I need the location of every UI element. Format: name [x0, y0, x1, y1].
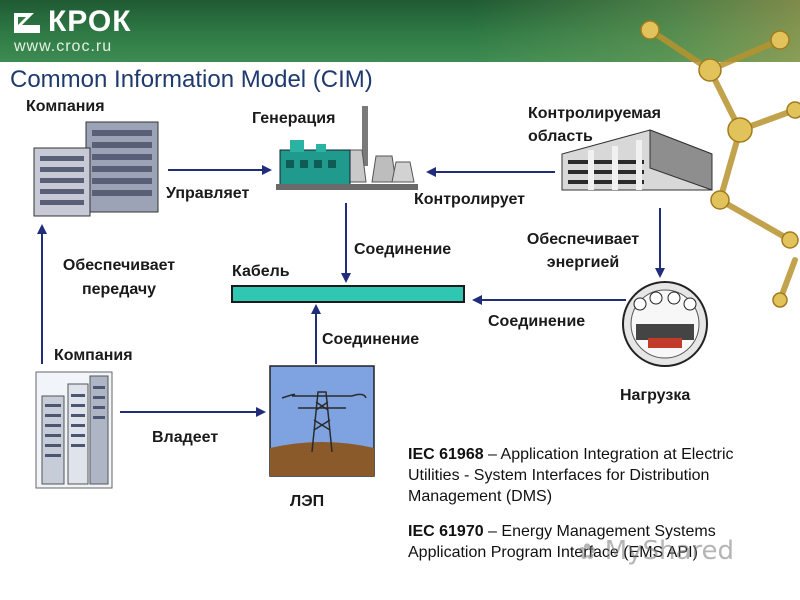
label-owns: Владеет	[152, 429, 219, 446]
label-provides-transfer-line2: передачу	[81, 281, 157, 298]
label-load: Нагрузка	[620, 387, 691, 404]
label-company-bottom: Компания	[54, 347, 133, 364]
label-company-top: Компания	[26, 98, 105, 115]
croc-logo-icon	[14, 13, 40, 33]
label-generation: Генерация	[252, 110, 336, 127]
logo-url: www.croc.ru	[14, 38, 113, 55]
company-office-building-icon	[33, 121, 159, 217]
standard-iec-61968: IEC 61968 – Application Integration at E…	[408, 444, 778, 507]
label-connection-top: Соединение	[354, 241, 452, 258]
power-plant-icon	[276, 106, 418, 190]
label-controls: Контролирует	[414, 191, 525, 208]
cable-bar	[231, 285, 465, 303]
label-controlled-area-line2: область	[528, 128, 593, 145]
label-supplies-energy-line1: Обеспечивает	[526, 231, 640, 248]
standard-text: – Application Integration at Electric Ut…	[408, 446, 734, 505]
watermark-text: MyShared	[604, 536, 735, 566]
standard-code: IEC 61968	[408, 446, 484, 463]
label-controlled-area-line1: Контролируемая	[528, 105, 661, 122]
header-glow	[470, 0, 800, 62]
label-connection-right: Соединение	[488, 313, 586, 330]
header-banner	[0, 0, 800, 62]
label-cable: Кабель	[232, 263, 290, 280]
logo-text: КРОК	[48, 5, 132, 38]
company-tower-icon	[35, 371, 113, 489]
label-manages: Управляет	[166, 185, 250, 202]
slide-title: Common Information Model (CIM)	[10, 66, 373, 93]
watermark: ✿ MyShared	[578, 536, 778, 576]
label-supplies-energy-line2: энергией	[546, 254, 620, 271]
standard-iec-61970: IEC 61970 – Energy Management Systems Ap…	[408, 521, 778, 563]
control-center-building-icon	[561, 129, 713, 191]
power-line-tower-icon	[269, 365, 375, 477]
electric-meter-icon	[622, 281, 708, 367]
watermark-icon: ✿	[578, 540, 597, 565]
label-connection-mid: Соединение	[322, 331, 420, 348]
molecule-decoration-icon	[640, 20, 800, 308]
label-power-line: ЛЭП	[290, 493, 325, 510]
label-provides-transfer-line1: Обеспечивает	[62, 257, 176, 274]
standard-code: IEC 61970	[408, 523, 484, 540]
standard-text: – Energy Management Systems Application …	[408, 523, 716, 561]
